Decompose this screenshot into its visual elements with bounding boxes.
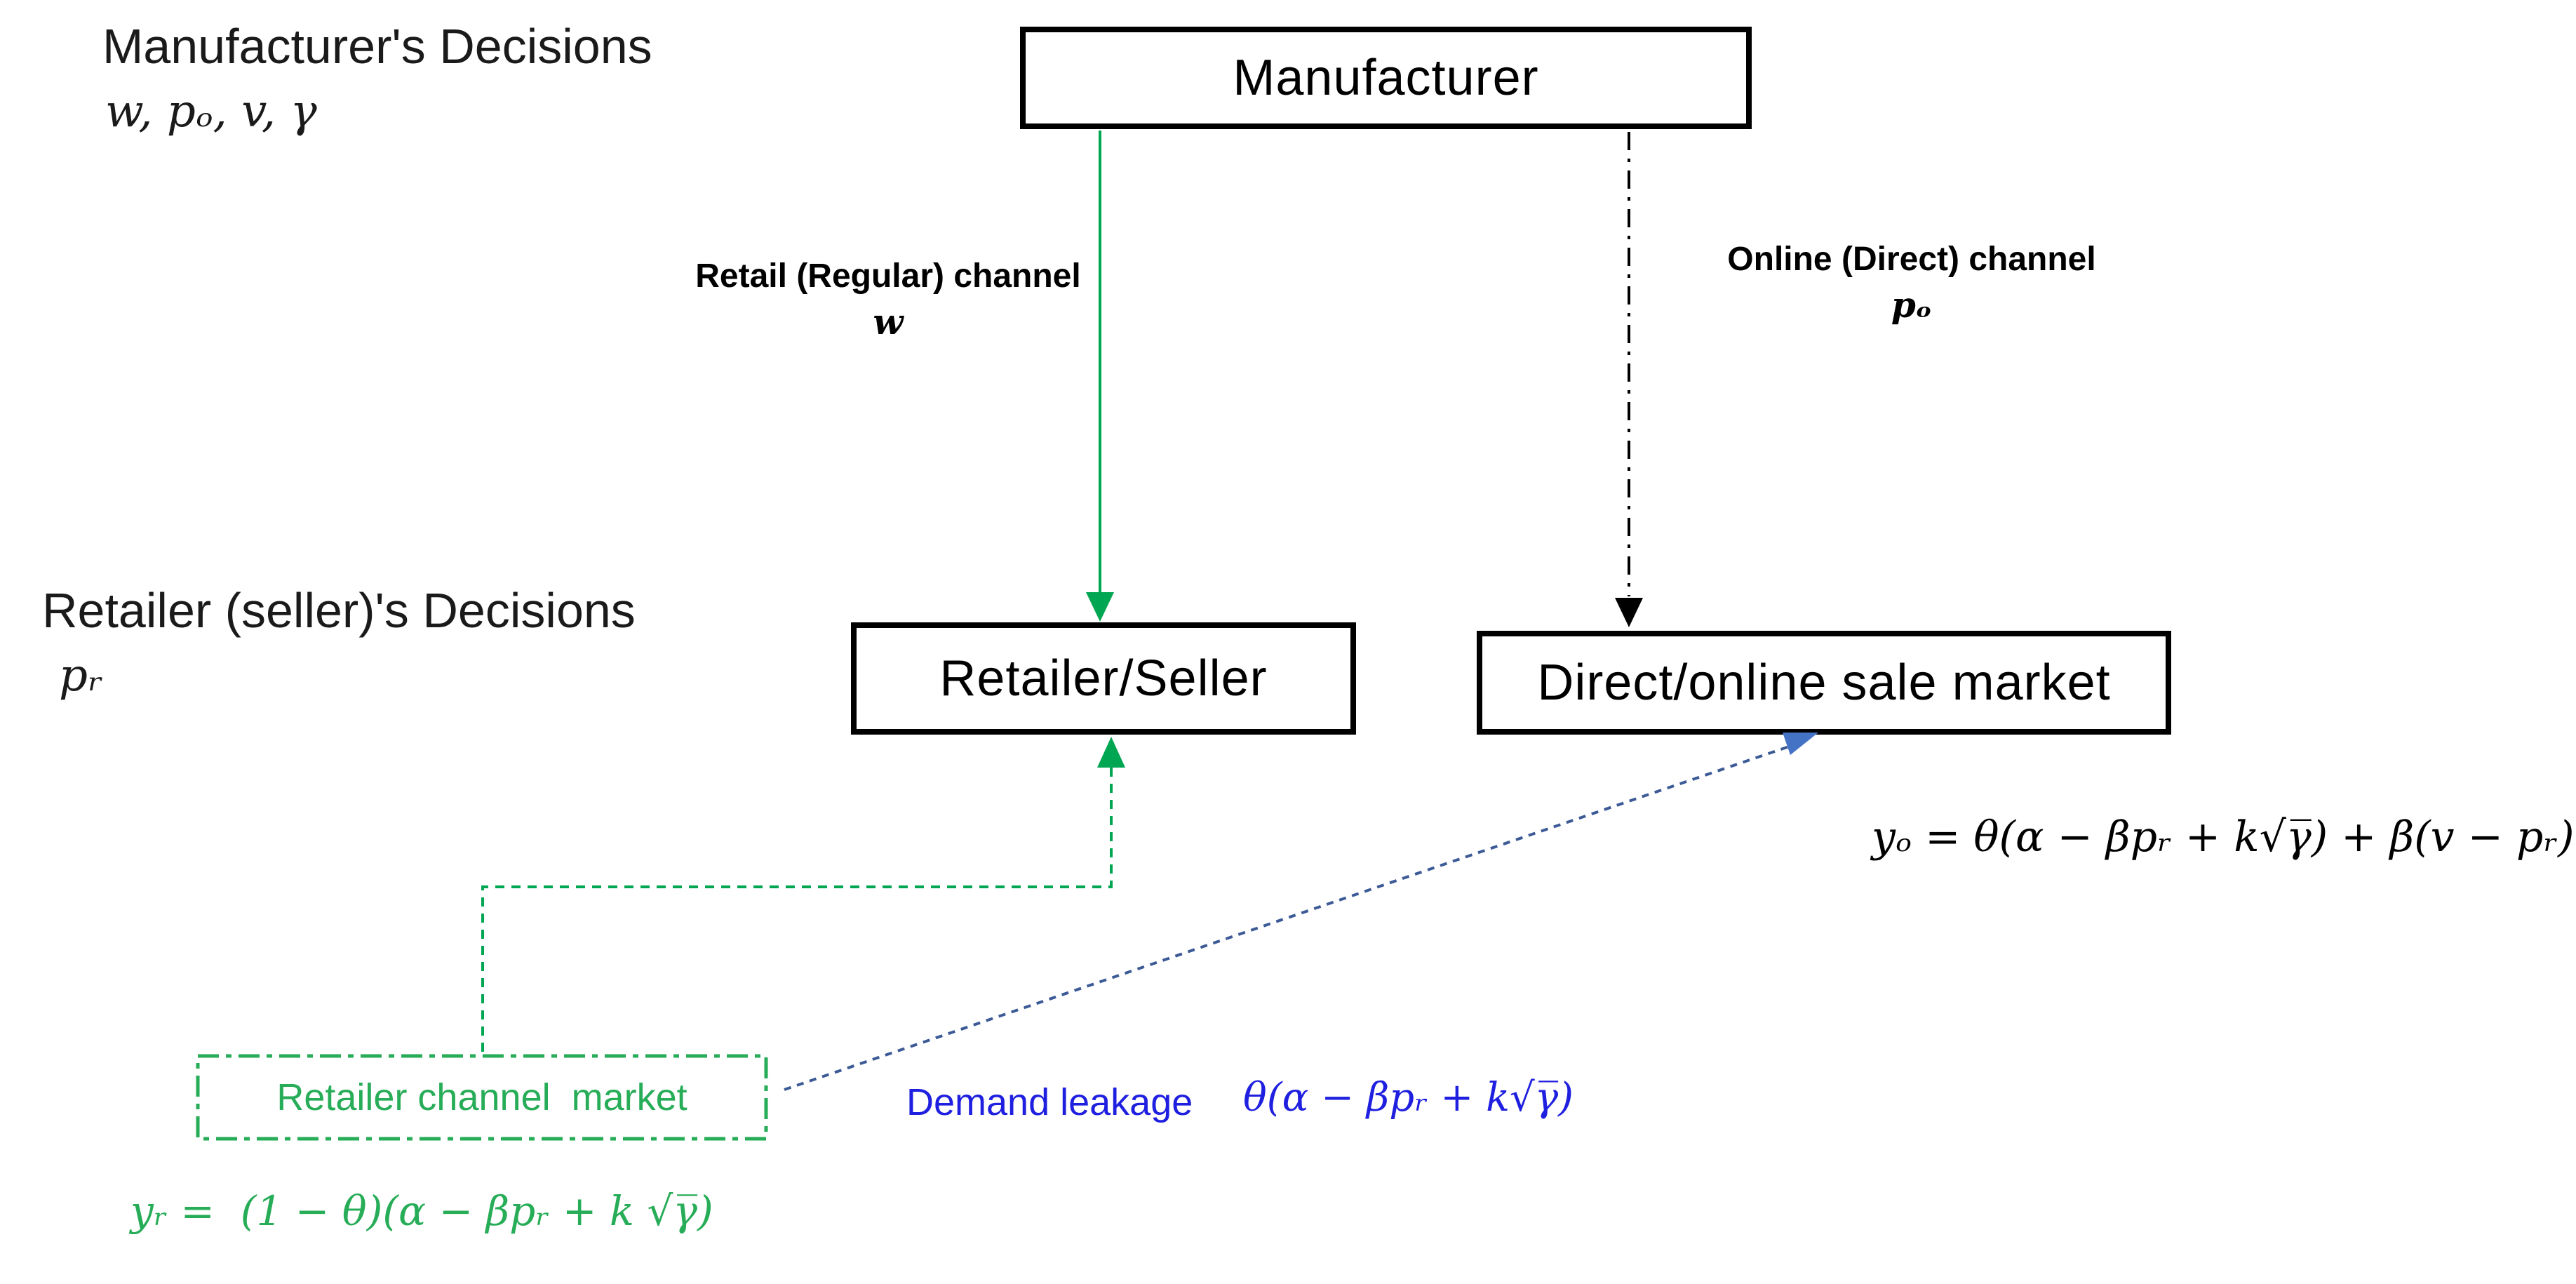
retail-demand-formula: yᵣ = (1 − θ)(α − βpᵣ + k √γ̅) <box>130 1187 713 1235</box>
retailer-seller-box: Retailer/Seller <box>851 622 1356 735</box>
demand-leakage-label: Demand leakage <box>906 1081 1193 1123</box>
manufacturer-decisions-variables: w, pₒ, v, γ <box>105 86 317 138</box>
retail-channel-label-group: Retail (Regular) channel w <box>678 257 1099 342</box>
retail-channel-variable: w <box>873 301 904 342</box>
manufacturer-decisions-title: Manufacturer's Decisions <box>102 19 652 74</box>
demand-leakage-formula: θ(α − βpᵣ + k√γ̅) <box>1243 1075 1574 1121</box>
online-channel-variable: pₒ <box>1891 284 1933 326</box>
retailer-market-arrowhead-icon <box>1097 737 1125 768</box>
direct-online-market-box: Direct/online sale market <box>1477 631 2171 735</box>
online-channel-label-group: Online (Direct) channel pₒ <box>1701 240 2122 326</box>
manufacturer-box: Manufacturer <box>1020 27 1752 129</box>
retailer-market-connector-line <box>481 768 1113 1054</box>
direct-online-market-box-label: Direct/online sale market <box>1537 655 2111 711</box>
online-demand-formula: yₒ = θ(α − βpᵣ + k√γ̅) + β(v − pᵣ) <box>1872 812 2575 862</box>
retailer-decisions-variables: pᵣ <box>59 650 104 702</box>
manufacturer-box-label: Manufacturer <box>1233 50 1539 106</box>
online-channel-label: Online (Direct) channel <box>1727 241 2096 278</box>
retailer-channel-market-label: Retailer channel market <box>276 1076 687 1118</box>
retail-channel-arrowhead-icon <box>1086 592 1114 622</box>
retailer-decisions-title: Retailer (seller)'s Decisions <box>42 583 636 638</box>
retailer-seller-box-label: Retailer/Seller <box>939 650 1268 707</box>
demand-leakage-arrowhead-icon <box>1783 733 1818 755</box>
online-channel-arrowhead-icon <box>1615 598 1643 627</box>
retail-channel-label: Retail (Regular) channel <box>695 258 1081 295</box>
demand-leakage-arrow-line <box>784 744 1794 1091</box>
